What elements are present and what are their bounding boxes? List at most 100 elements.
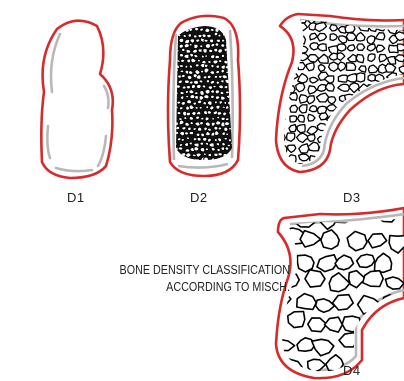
- trabecula-cell: [218, 60, 222, 63]
- trabecula-cell: [317, 33, 326, 41]
- trabecula-cell: [357, 165, 364, 171]
- trabecula-cell: [193, 128, 197, 131]
- trabecula-cell: [375, 74, 384, 81]
- trabecula-cell: [206, 80, 209, 83]
- trabecula-cell: [389, 154, 398, 161]
- trabecula-cell: [222, 33, 227, 36]
- trabecula-cell: [289, 125, 296, 132]
- trabecula-cell: [307, 96, 314, 104]
- trabecula-cell: [222, 143, 225, 146]
- trabecula-cell: [368, 154, 376, 161]
- trabecula-cell: [308, 86, 317, 94]
- trabecula-cell: [185, 65, 188, 68]
- trabecula-cell: [213, 86, 217, 88]
- trabecula-cell: [289, 93, 298, 100]
- trabecula-cell: [378, 163, 386, 170]
- trabecula-cell: [342, 316, 360, 332]
- trabecula-cell: [208, 128, 212, 131]
- trabecula-cell: [177, 34, 181, 36]
- trabecula-cell: [186, 95, 189, 97]
- trabecula-cell: [216, 143, 219, 146]
- trabecula-cell: [338, 84, 350, 91]
- trabecula-cell: [185, 149, 190, 153]
- trabecula-cell: [276, 340, 294, 351]
- trabecula-cell: [218, 49, 223, 54]
- trabecula-cell: [205, 55, 208, 57]
- trabecula-cell: [296, 83, 305, 92]
- trabecula-cell: [325, 83, 334, 91]
- trabecula-cell: [200, 147, 205, 151]
- trabecula-cell: [379, 55, 387, 62]
- trabecula-cell: [221, 44, 225, 48]
- trabecula-cell: [378, 93, 387, 100]
- trabecula-cell: [349, 166, 357, 174]
- trabecula-cell: [215, 28, 219, 32]
- trabecula-cell: [230, 159, 235, 164]
- trabecula-cell: [299, 46, 308, 53]
- trabecula-cell: [297, 294, 317, 310]
- trabecula-cell: [206, 106, 209, 109]
- trabecula-cell: [398, 134, 404, 141]
- trabecula-cell: [378, 134, 387, 140]
- trabecula-cell: [189, 81, 193, 84]
- trabecula-cell: [295, 23, 307, 31]
- d1-cortex-bottom: [56, 168, 92, 171]
- trabecula-cell: [215, 90, 220, 94]
- trabecula-cell: [175, 159, 179, 162]
- trabecula-cell: [209, 39, 213, 43]
- trabecula-cell: [211, 95, 215, 98]
- trabecula-cell: [189, 28, 193, 31]
- trabecula-cell: [386, 92, 395, 101]
- trabecula-cell: [199, 107, 202, 110]
- trabecula-cell: [200, 90, 204, 95]
- trabecula-cell: [307, 135, 315, 142]
- trabecula-cell: [211, 64, 214, 68]
- trabecula-cell: [369, 132, 378, 142]
- trabecula-cell: [386, 163, 396, 171]
- trabecula-cell: [359, 66, 366, 72]
- trabecula-cell: [310, 77, 318, 83]
- trabecula-cell: [214, 48, 218, 52]
- trabecula-cell: [175, 106, 178, 109]
- trabecula-cell: [321, 230, 339, 249]
- trabecula-cell: [368, 54, 375, 62]
- trabecula-cell: [214, 75, 217, 78]
- trabecula-cell: [194, 44, 199, 49]
- trabecula-cell: [349, 155, 357, 165]
- trabecula-cell: [385, 277, 404, 289]
- trabecula-cell: [216, 105, 220, 109]
- trabecula-cell: [388, 105, 398, 113]
- trabecula-cell: [205, 44, 210, 49]
- trabecula-cell: [215, 43, 219, 46]
- trabecula-cell: [375, 253, 392, 272]
- trabecula-cell: [216, 70, 220, 73]
- trabecula-cell: [202, 138, 207, 142]
- trabecula-cell: [217, 116, 220, 119]
- trabecula-cell: [216, 65, 220, 68]
- trabecula-cell: [216, 158, 220, 162]
- trabecula-cell: [205, 89, 210, 94]
- trabecula-cell: [179, 38, 184, 42]
- trabecula-cell: [299, 154, 310, 161]
- trabecula-cell: [219, 85, 224, 89]
- d4-trabecular-bone: [271, 205, 404, 378]
- trabecula-cell: [356, 32, 365, 41]
- trabecula-cell: [347, 74, 357, 82]
- trabecula-cell: [338, 147, 345, 154]
- trabecula-cell: [290, 116, 297, 122]
- caption-line-1: BONE DENSITY CLASSIFICATION: [92, 262, 290, 279]
- trabecula-cell: [338, 62, 346, 71]
- trabecula-cell: [389, 236, 404, 254]
- trabecula-cell: [378, 115, 387, 121]
- d3-trabecular-bone: [275, 13, 404, 174]
- trabecula-cell: [308, 114, 315, 121]
- trabecula-cell: [216, 39, 221, 42]
- trabecula-cell: [197, 59, 200, 62]
- trabecula-cell: [221, 157, 225, 160]
- trabecula-cell: [210, 55, 215, 59]
- trabecula-cell: [348, 54, 356, 61]
- trabecula-cell: [184, 117, 187, 120]
- trabecula-cell: [312, 339, 334, 356]
- trabecula-cell: [318, 54, 328, 63]
- trabecula-cell: [330, 25, 338, 31]
